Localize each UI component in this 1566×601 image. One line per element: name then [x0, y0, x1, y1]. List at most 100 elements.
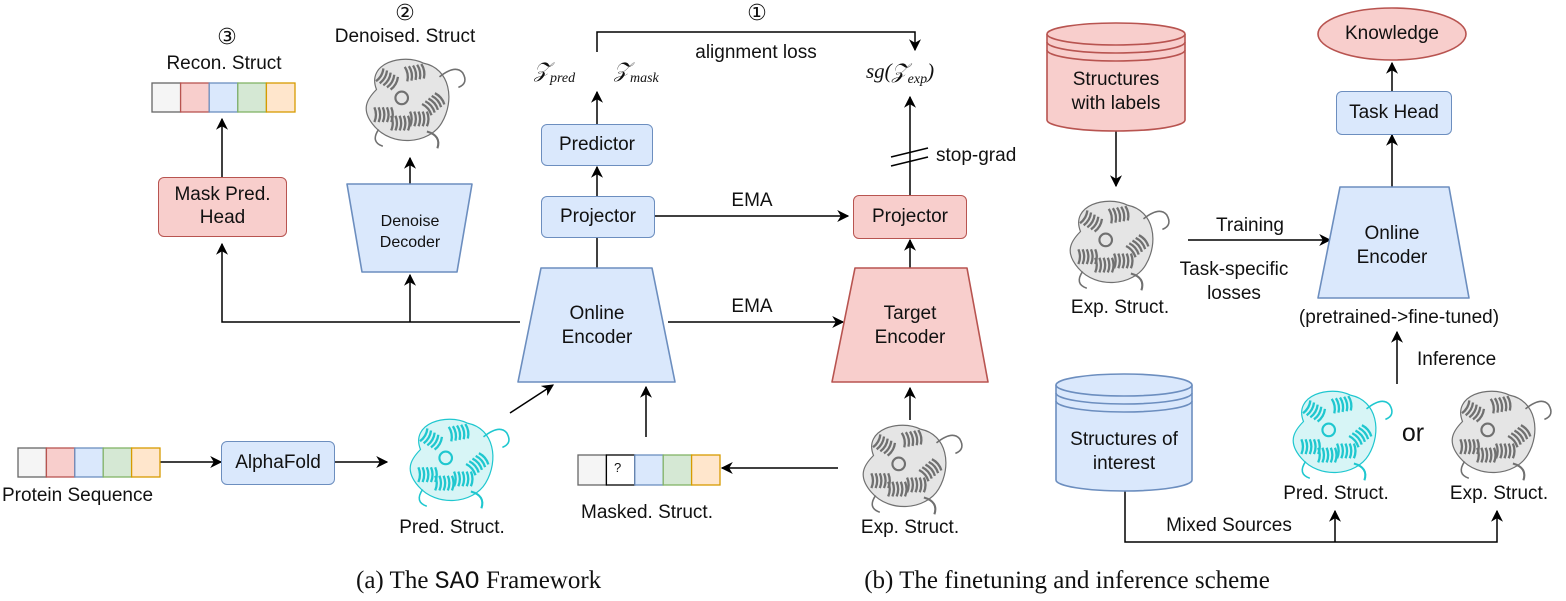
token-cell: [130, 447, 161, 478]
target-encoder-line1: Target: [883, 303, 937, 324]
protein-exp-b-bottom: [1451, 390, 1552, 481]
helix: [1330, 395, 1353, 414]
denoise-decoder-line1: Denoise: [380, 213, 440, 230]
helix: [1489, 395, 1512, 414]
z-mask-symbol: 𝒵mask: [614, 58, 659, 87]
token-cell: [265, 82, 296, 113]
token-cell: [151, 82, 182, 113]
helix: [918, 458, 943, 482]
mask-token: [605, 454, 636, 486]
protein-exp-a: [862, 424, 963, 515]
helix: [1476, 447, 1497, 463]
exp-struct-label-b-top: Exp. Struct.: [1070, 297, 1170, 318]
loop: [871, 494, 881, 513]
helix: [465, 452, 490, 476]
active-site: [891, 456, 907, 472]
training-label: Training: [1216, 215, 1284, 236]
active-site: [1098, 232, 1114, 248]
helix: [870, 472, 891, 489]
online-encoder-b-line2: Encoder: [1356, 246, 1428, 268]
online-encoder-a-line2: Encoder: [561, 326, 633, 348]
inference-label: Inference: [1417, 349, 1497, 370]
loop: [470, 490, 484, 509]
helix: [1300, 438, 1321, 455]
helix: [1113, 253, 1134, 269]
mask-pred-head-box: Mask Pred.Head: [158, 177, 287, 237]
helix: [375, 68, 400, 91]
token-cell: [17, 447, 48, 478]
online-encoder-b-line1: Online: [1364, 223, 1420, 244]
mixed-sources-line: [1124, 490, 1503, 543]
helix: [1302, 400, 1327, 423]
predictor-box: Predictor: [541, 124, 653, 166]
knowledge-label: Knowledge: [1344, 23, 1440, 44]
helix: [1107, 205, 1130, 224]
helix: [390, 115, 411, 131]
loop: [439, 68, 466, 89]
db-labels-line1: Structures: [1072, 69, 1160, 90]
token-cell: [634, 454, 664, 486]
helix: [900, 429, 923, 448]
loop: [1078, 270, 1088, 289]
token-cell: [237, 82, 268, 113]
db-interest-line1: Structures of: [1070, 429, 1178, 450]
z-pred-symbol: 𝒵pred: [534, 58, 576, 87]
caption-a: (a) The SAO Framework: [356, 567, 602, 596]
loop: [1460, 460, 1470, 479]
mask-pred-head-line1: Mask Pred.: [174, 184, 271, 206]
loop: [1301, 460, 1311, 479]
loop: [374, 128, 384, 147]
helix: [1125, 234, 1150, 258]
target-encoder-shape: [831, 267, 989, 383]
pred-struct-label-a: Pred. Struct.: [399, 517, 505, 538]
pretrained-finetuned-label: (pretrained->fine-tuned): [1298, 307, 1500, 328]
helix: [906, 477, 927, 493]
ema-projector-label: EMA: [731, 190, 773, 211]
helix: [373, 106, 394, 123]
loop: [426, 130, 440, 149]
helix: [1079, 210, 1104, 233]
exp-struct-label-a: Exp. Struct.: [860, 517, 960, 538]
masked-struct-label: Masked. Struct.: [581, 502, 713, 523]
loop: [418, 488, 428, 507]
line-encoder-left-branch: [216, 242, 520, 323]
recon-token-strip: [151, 82, 296, 113]
loop: [1130, 272, 1144, 291]
denoise-decoder-line2: Decoder: [379, 233, 441, 251]
denoised-struct-label: Denoised. Struct: [334, 26, 476, 47]
pred-struct-label-b: Pred. Struct.: [1283, 483, 1389, 504]
online-encoder-a-line1: Online: [569, 303, 625, 324]
caption-b: (b) The finetuning and inference scheme: [864, 567, 1270, 594]
sg-expression: sg(𝒵exp): [866, 59, 935, 88]
loop: [1353, 462, 1367, 481]
alphafold-box: AlphaFold: [221, 441, 335, 485]
protein-pred-b: [1292, 390, 1393, 481]
masked-token-strip: [577, 454, 721, 486]
helix: [1459, 438, 1480, 455]
alignment-loss-arrow: [596, 31, 921, 52]
losses-line1: Task-specific: [1179, 259, 1289, 280]
protein-pred-a: [409, 418, 510, 509]
task-head-box: Task Head: [1336, 91, 1452, 135]
online-encoder-shape-b: [1317, 186, 1470, 299]
helix: [1077, 248, 1098, 265]
helix: [403, 63, 426, 82]
active-site: [1321, 422, 1337, 438]
stop-grad-tick-1: [890, 147, 929, 158]
helix: [419, 428, 444, 451]
or-label: or: [1401, 419, 1425, 447]
online-projector-box: Projector: [541, 196, 655, 238]
ema-encoder-label: EMA: [731, 296, 773, 317]
helix: [872, 434, 897, 457]
recon-struct-label: Recon. Struct: [166, 53, 282, 74]
stop-grad-tick-2: [890, 156, 929, 167]
target-encoder-line2: Encoder: [874, 326, 946, 348]
helix: [1336, 443, 1357, 459]
mask-pred-head-line2: Head: [199, 207, 246, 228]
active-site: [438, 450, 454, 466]
